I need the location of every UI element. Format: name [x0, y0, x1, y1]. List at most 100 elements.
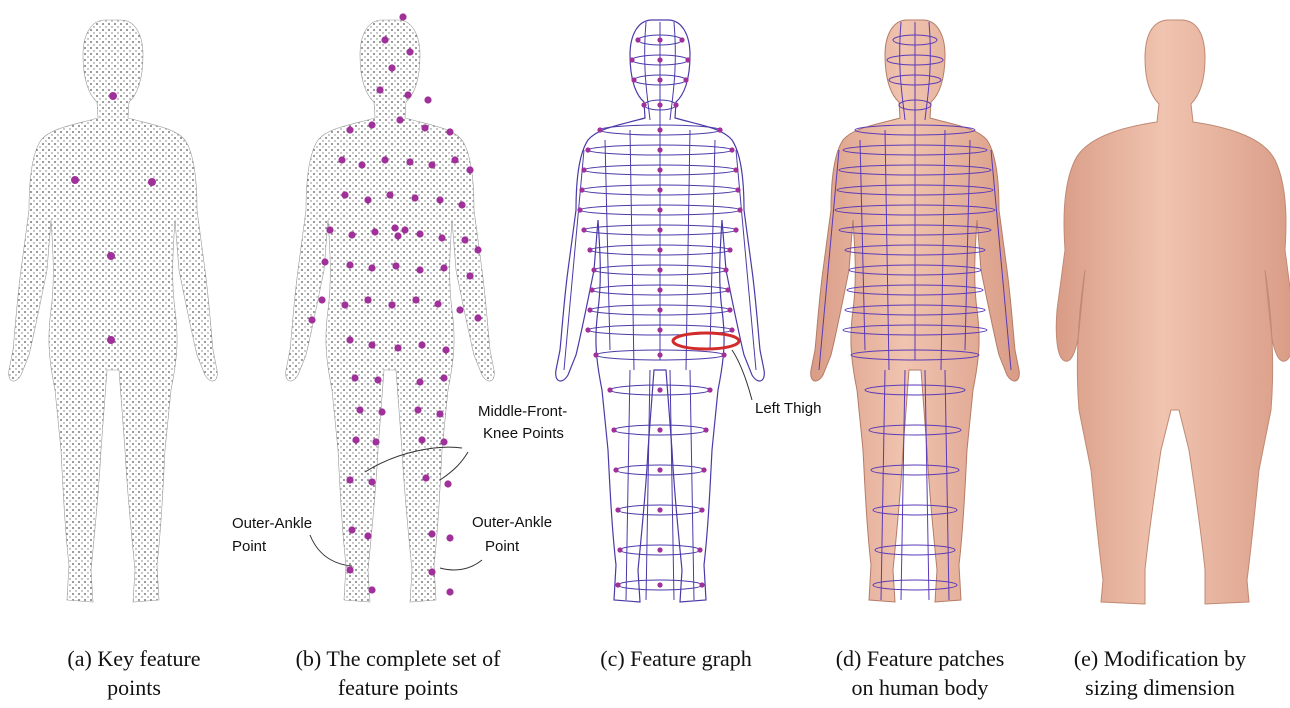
graph-node: [697, 547, 702, 552]
caption-a-line1: (a) Key feature: [14, 644, 254, 673]
graph-node: [733, 227, 738, 232]
graph-node: [725, 287, 730, 292]
graph-node: [727, 247, 732, 252]
caption-d-line2: on human body: [800, 673, 1040, 702]
feature-point: [386, 191, 393, 198]
graph-node: [657, 227, 662, 232]
caption-d-line1: (d) Feature patches: [800, 644, 1040, 673]
graph-node: [657, 207, 662, 212]
feature-point: [446, 588, 453, 595]
left-thigh-label: Left Thigh: [755, 400, 821, 417]
graph-node: [587, 307, 592, 312]
graph-node: [657, 187, 662, 192]
caption-a: (a) Key feature points: [14, 644, 254, 702]
feature-point: [461, 236, 468, 243]
feature-point: [412, 296, 419, 303]
feature-point: [421, 124, 428, 131]
graph-node: [591, 267, 596, 272]
contour-line: [646, 370, 650, 600]
graph-node: [635, 37, 640, 42]
feature-point: [381, 156, 388, 163]
feature-point: [422, 474, 429, 481]
panel-c-feature-graph: [556, 20, 765, 602]
feature-point: [346, 261, 353, 268]
feature-point: [341, 301, 348, 308]
feature-point: [406, 48, 413, 55]
graph-node: [581, 167, 586, 172]
panel-c-highlight: Left Thigh: [673, 333, 821, 417]
feature-point: [436, 196, 443, 203]
feature-point: [346, 566, 353, 573]
ankle-right-label-line2: Point: [485, 538, 520, 555]
feature-point: [404, 91, 411, 98]
contour-line: [736, 150, 756, 370]
graph-node: [737, 207, 742, 212]
feature-point: [368, 341, 375, 348]
feature-point: [371, 228, 378, 235]
graph-node: [657, 287, 662, 292]
graph-node: [607, 387, 612, 392]
feature-point: [442, 346, 449, 353]
graph-node: [657, 507, 662, 512]
feature-point: [368, 264, 375, 271]
feature-point: [352, 436, 359, 443]
feature-point: [308, 316, 315, 323]
feature-point: [368, 121, 375, 128]
graph-node: [657, 267, 662, 272]
feature-point: [399, 13, 406, 20]
graph-node: [657, 352, 662, 357]
feature-point: [456, 306, 463, 313]
graph-node: [733, 167, 738, 172]
graph-node: [699, 507, 704, 512]
feature-point: [440, 264, 447, 271]
feature-point: [364, 196, 371, 203]
graph-node: [657, 427, 662, 432]
feature-point: [438, 234, 445, 241]
graph-node: [615, 507, 620, 512]
panel-d-feature-patches: [811, 20, 1020, 602]
panel-e-modified-body: [1056, 20, 1290, 604]
feature-point: [416, 266, 423, 273]
graph-node: [629, 57, 634, 62]
graph-node: [657, 37, 662, 42]
graph-node: [657, 102, 662, 107]
contour-line: [630, 130, 634, 370]
feature-point: [401, 226, 408, 233]
graph-node: [657, 147, 662, 152]
feature-point: [418, 436, 425, 443]
feature-point: [446, 128, 453, 135]
feature-point: [368, 586, 375, 593]
contour-line: [690, 370, 694, 600]
feature-point: [428, 530, 435, 537]
contour-line: [626, 370, 630, 600]
graph-node: [585, 327, 590, 332]
feature-point: [391, 224, 398, 231]
graph-node: [577, 207, 582, 212]
graph-node: [579, 187, 584, 192]
graph-node: [657, 467, 662, 472]
graph-node: [673, 102, 678, 107]
feature-point: [358, 161, 365, 168]
graph-node: [657, 127, 662, 132]
feature-point: [418, 341, 425, 348]
graph-node: [597, 127, 602, 132]
graph-node: [617, 547, 622, 552]
feature-point: [474, 314, 481, 321]
graph-node: [631, 77, 636, 82]
graph-node: [657, 327, 662, 332]
feature-point: [348, 526, 355, 533]
feature-point: [396, 116, 403, 123]
feature-point: [364, 296, 371, 303]
caption-c: (c) Feature graph: [556, 644, 796, 673]
caption-b-line2: feature points: [258, 673, 538, 702]
feature-point: [416, 378, 423, 385]
graph-node: [657, 582, 662, 587]
feature-point: [458, 201, 465, 208]
feature-point: [326, 226, 333, 233]
graph-node: [707, 387, 712, 392]
graph-node: [727, 307, 732, 312]
feature-point: [434, 300, 441, 307]
graph-node: [611, 427, 616, 432]
feature-point: [392, 262, 399, 269]
